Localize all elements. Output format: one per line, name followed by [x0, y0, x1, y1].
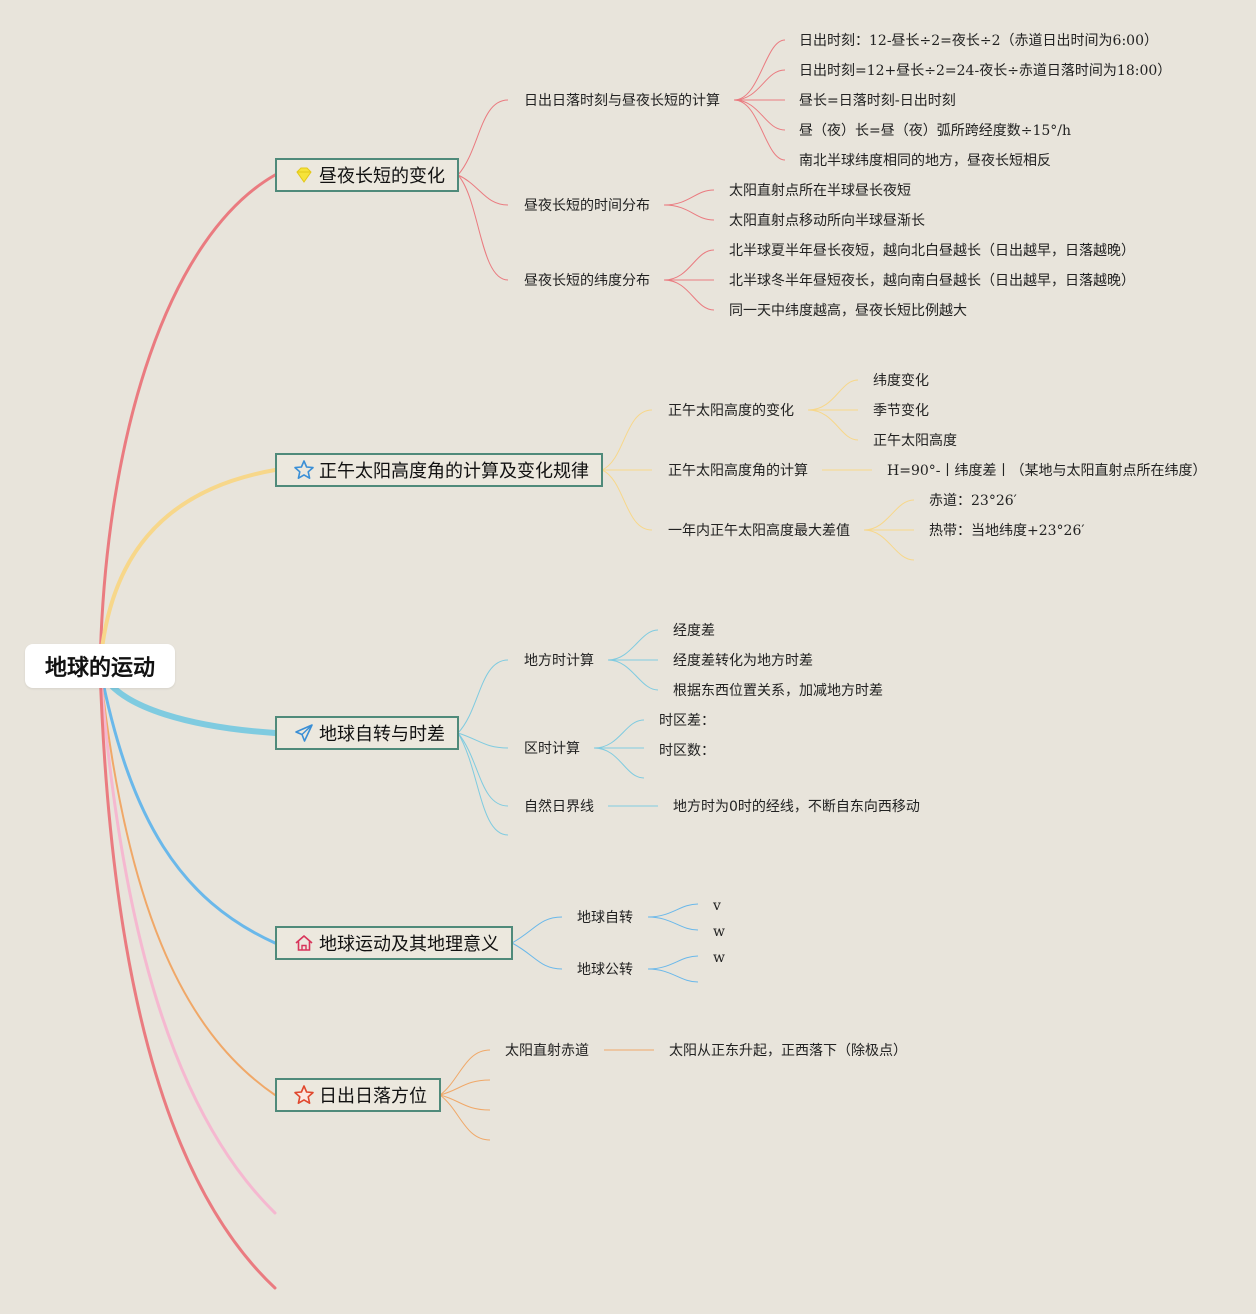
sig-revolution-item-1[interactable]: w: [713, 950, 725, 966]
star-icon: [293, 1084, 315, 1106]
rot-local-item-3[interactable]: 根据东西位置关系，加减地方时差: [673, 683, 883, 699]
rot-zone-item-1[interactable]: 时区差：: [659, 713, 715, 729]
sig-rotation-item-2[interactable]: w: [713, 924, 725, 940]
branch-noon-sun-altitude[interactable]: 正午太阳高度角的计算及变化规律: [275, 453, 603, 487]
branch-rotation-time-difference[interactable]: 地球自转与时差: [275, 716, 459, 750]
noon-max-item-1[interactable]: 赤道：23°26′: [929, 493, 1017, 509]
dn-calc-item-1[interactable]: 日出时刻：12-昼长÷2=夜长÷2（赤道日出时间为6:00）: [799, 33, 1158, 49]
dn-lat-item-2[interactable]: 北半球冬半年昼短夜长，越向南白昼越长（日出越早，日落越晚）: [729, 273, 1135, 289]
link-dn-g2: [457, 174, 509, 206]
branch-label: 昼夜长短的变化: [319, 166, 445, 187]
noon-change-item-1[interactable]: 纬度变化: [873, 373, 929, 389]
root-node[interactable]: 地球的运动: [25, 644, 175, 688]
rot-dateline-topic[interactable]: 自然日界线: [524, 799, 594, 815]
dn-time-item-2[interactable]: 太阳直射点移动所向半球昼渐长: [729, 213, 925, 229]
branch-label: 正午太阳高度角的计算及变化规律: [319, 461, 589, 482]
dn-lat-topic[interactable]: 昼夜长短的纬度分布: [524, 273, 650, 289]
dn-calc-item-5[interactable]: 南北半球纬度相同的地方，昼夜长短相反: [799, 153, 1051, 169]
dn-lat-item-1[interactable]: 北半球夏半年昼长夜短，越向北白昼越长（日出越早，日落越晚）: [729, 243, 1135, 259]
dn-calc-item-3[interactable]: 昼长=日落时刻-日出时刻: [799, 93, 956, 109]
rot-local-item-1[interactable]: 经度差: [673, 623, 715, 639]
dir-equator-item-1[interactable]: 太阳从正东升起，正西落下（除极点）: [669, 1043, 907, 1059]
branch-label: 地球自转与时差: [319, 724, 445, 745]
link-root-red-tail: [98, 666, 277, 1290]
link-root-sunrise-dir: [99, 667, 276, 1096]
diamond-icon: [293, 164, 315, 186]
star-outline-icon: [293, 459, 315, 481]
dn-calc-item-2[interactable]: 日出时刻=12+昼长÷2=24-夜长÷赤道日落时间为18:00）: [799, 63, 1172, 79]
branch-earth-motion-significance[interactable]: 地球运动及其地理意义: [275, 926, 513, 960]
dn-calc-topic[interactable]: 日出日落时刻与昼夜长短的计算: [524, 93, 720, 109]
dn-lat-item-3[interactable]: 同一天中纬度越高，昼夜长短比例越大: [729, 303, 967, 319]
dn-calc-item-4[interactable]: 昼（夜）长=昼（夜）弧所跨经度数÷15°/h: [799, 123, 1072, 139]
dir-equator-topic[interactable]: 太阳直射赤道: [505, 1043, 589, 1059]
noon-calc-topic[interactable]: 正午太阳高度角的计算: [668, 463, 808, 479]
branch-sunrise-sunset-direction[interactable]: 日出日落方位: [275, 1078, 441, 1112]
sig-revolution-topic[interactable]: 地球公转: [577, 962, 633, 978]
noon-change-item-2[interactable]: 季节变化: [873, 403, 929, 419]
link-root-day-night: [98, 173, 277, 670]
rot-local-item-2[interactable]: 经度差转化为地方时差: [673, 653, 813, 669]
noon-change-item-3[interactable]: 正午太阳高度: [873, 433, 957, 449]
noon-max-topic[interactable]: 一年内正午太阳高度最大差值: [668, 523, 850, 539]
link-dn-g3: [457, 174, 509, 281]
rot-local-topic[interactable]: 地方时计算: [524, 653, 594, 669]
noon-max-item-2[interactable]: 热带：当地纬度+23°26′: [929, 523, 1085, 539]
house-icon: [293, 932, 315, 954]
rot-dateline-item-1[interactable]: 地方时为0时的经线，不断自东向西移动: [673, 799, 920, 815]
dn-time-topic[interactable]: 昼夜长短的时间分布: [524, 198, 650, 214]
link-root-significance: [98, 666, 277, 945]
sig-rotation-topic[interactable]: 地球自转: [577, 910, 633, 926]
dn-time-item-1[interactable]: 太阳直射点所在半球昼长夜短: [729, 183, 911, 199]
rot-zone-item-2[interactable]: 时区数：: [659, 743, 715, 759]
link-root-noon: [98, 468, 277, 670]
branch-label: 日出日落方位: [319, 1086, 427, 1107]
branch-label: 地球运动及其地理意义: [319, 934, 499, 955]
sig-rotation-item-1[interactable]: v: [713, 898, 721, 914]
rot-zone-topic[interactable]: 区时计算: [524, 741, 580, 757]
paper-plane-icon: [293, 722, 315, 744]
noon-calc-item-1[interactable]: H=90°-丨纬度差丨（某地与太阳直射点所在纬度）: [887, 463, 1207, 479]
link-root-pink: [98, 666, 277, 1215]
branch-day-night-change[interactable]: 昼夜长短的变化: [275, 158, 459, 192]
noon-change-topic[interactable]: 正午太阳高度的变化: [668, 403, 794, 419]
link-dn-g1: [457, 99, 509, 176]
